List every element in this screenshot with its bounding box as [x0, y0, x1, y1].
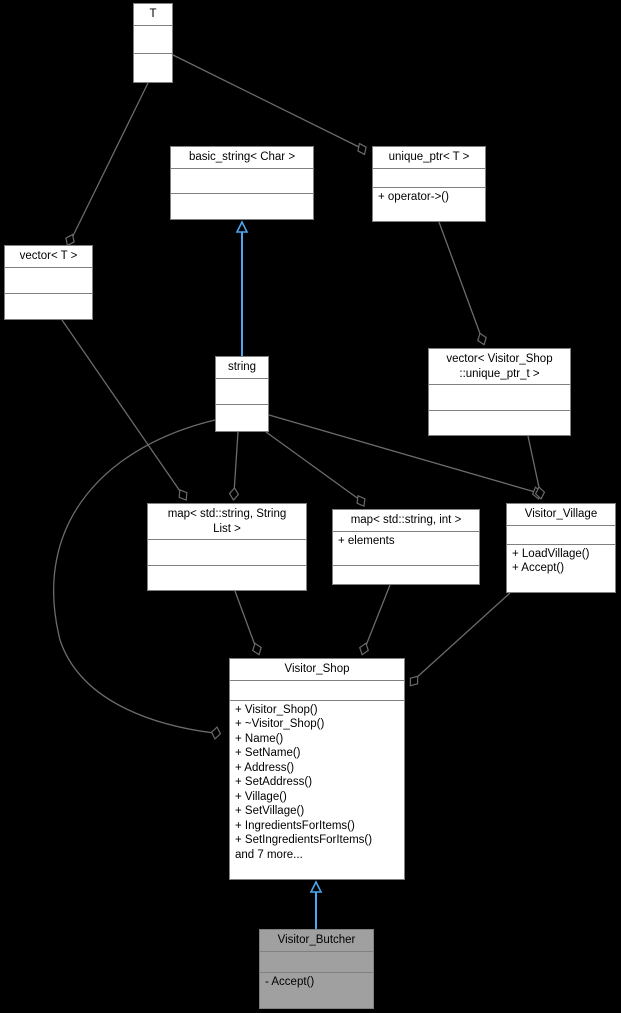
edge-t-to-unique_ptr — [172, 54, 367, 156]
edge-map_int-to-visitor_shop — [359, 584, 391, 656]
edge-visitor_village-to-visitor_shop — [409, 592, 511, 687]
aggregation-diamond — [210, 726, 222, 740]
class-node-operations: + Visitor_Shop() + ~Visitor_Shop() + Nam… — [235, 703, 373, 861]
class-node-attributes — [429, 385, 570, 411]
aggregation-diamond — [178, 489, 188, 501]
class-node-title: unique_ptr< T > — [373, 147, 485, 169]
aggregation-diamond — [359, 642, 369, 656]
edge-vector_uptr-to-visitor_village — [527, 435, 546, 500]
aggregation-diamond — [534, 486, 546, 500]
class-node-attributes — [230, 681, 404, 701]
edge-unique_ptr-to-vector_uptr — [438, 221, 487, 346]
class-node-vector_visitor_shop_uptr[interactable]: vector< Visitor_Shop ::unique_ptr_t > — [428, 348, 571, 436]
edge-basic_string-to-string — [235, 220, 249, 356]
aggregation-diamond — [477, 332, 487, 346]
aggregation-diamond — [356, 494, 366, 508]
edge-line — [265, 431, 361, 501]
class-node-t[interactable]: T — [133, 3, 173, 83]
class-node-attributes — [507, 526, 615, 545]
class-node-operations — [171, 194, 313, 219]
edge-line — [61, 319, 183, 495]
class-node-map_stringlist[interactable]: map< std::string, String List > — [147, 503, 307, 591]
class-node-operations — [216, 405, 268, 431]
class-node-operations: + operator->() — [378, 191, 449, 203]
class-node-attributes — [373, 169, 485, 188]
class-node-vector_t[interactable]: vector< T > — [4, 245, 93, 320]
aggregation-diamond — [228, 487, 240, 501]
class-node-title: vector< T > — [5, 246, 92, 268]
edge-line — [69, 82, 149, 243]
class-node-map_int[interactable]: map< std::string, int >+ elements — [332, 509, 480, 585]
class-node-operations — [429, 411, 570, 436]
class-node-string[interactable]: string — [215, 356, 269, 432]
edge-string-to-map_stringlist — [228, 431, 240, 501]
edge-vector_t-to-map_stringlist — [61, 319, 188, 501]
aggregation-diamond — [409, 675, 419, 687]
class-node-title: Visitor_Village — [507, 504, 615, 526]
class-node-title: vector< Visitor_Shop ::unique_ptr_t > — [429, 349, 570, 385]
edge-line — [234, 590, 257, 649]
class-node-operations — [148, 566, 306, 591]
edge-line — [438, 221, 483, 340]
class-node-attributes — [216, 379, 268, 406]
class-node-operations: - Accept() — [265, 976, 315, 988]
edge-string-to-map_int — [265, 431, 366, 508]
aggregation-diamond — [252, 642, 262, 656]
class-node-attributes — [171, 169, 313, 195]
edge-line — [364, 584, 391, 649]
class-node-visitor_shop[interactable]: Visitor_Shop + Visitor_Shop() + ~Visitor_… — [229, 658, 405, 880]
class-node-attributes: + elements — [333, 532, 479, 566]
aggregation-diamond — [531, 486, 543, 500]
class-node-operations — [134, 54, 172, 82]
edge-line — [172, 54, 362, 149]
class-node-unique_ptr[interactable]: unique_ptr< T > + operator->() — [372, 146, 486, 222]
class-node-title: string — [216, 357, 268, 379]
class-node-operations — [5, 294, 92, 319]
class-node-title: Visitor_Butcher — [260, 930, 373, 952]
class-node-visitor_village[interactable]: Visitor_Village + LoadVillage() + Accept(… — [506, 503, 616, 593]
edge-line — [233, 431, 239, 494]
class-node-operations: + LoadVillage() + Accept() — [512, 547, 590, 575]
class-node-title: basic_string< Char > — [171, 147, 313, 169]
class-node-attributes — [134, 26, 172, 55]
edge-line — [527, 435, 541, 493]
class-node-basic_string[interactable]: basic_string< Char > — [170, 146, 314, 220]
edge-map_stringlist-to-visitor_shop — [234, 590, 262, 656]
aggregation-diamond — [357, 142, 367, 156]
class-node-attributes — [260, 952, 373, 973]
class-node-title: T — [134, 4, 172, 26]
class-node-title: Visitor_Shop — [230, 659, 404, 681]
edge-visitor_shop-to-visitor_butcher — [309, 880, 323, 929]
inheritance-arrowhead — [235, 220, 249, 233]
class-node-visitor_butcher[interactable]: Visitor_Butcher - Accept() — [259, 929, 374, 1009]
edge-line — [414, 592, 511, 680]
class-node-attributes — [5, 268, 92, 294]
inheritance-arrowhead — [309, 880, 323, 893]
class-node-title: map< std::string, int > — [333, 510, 479, 532]
class-node-title: map< std::string, String List > — [148, 504, 306, 540]
class-node-attributes — [148, 540, 306, 566]
edge-t-to-vector_t — [65, 82, 149, 247]
class-node-operations — [333, 566, 479, 585]
